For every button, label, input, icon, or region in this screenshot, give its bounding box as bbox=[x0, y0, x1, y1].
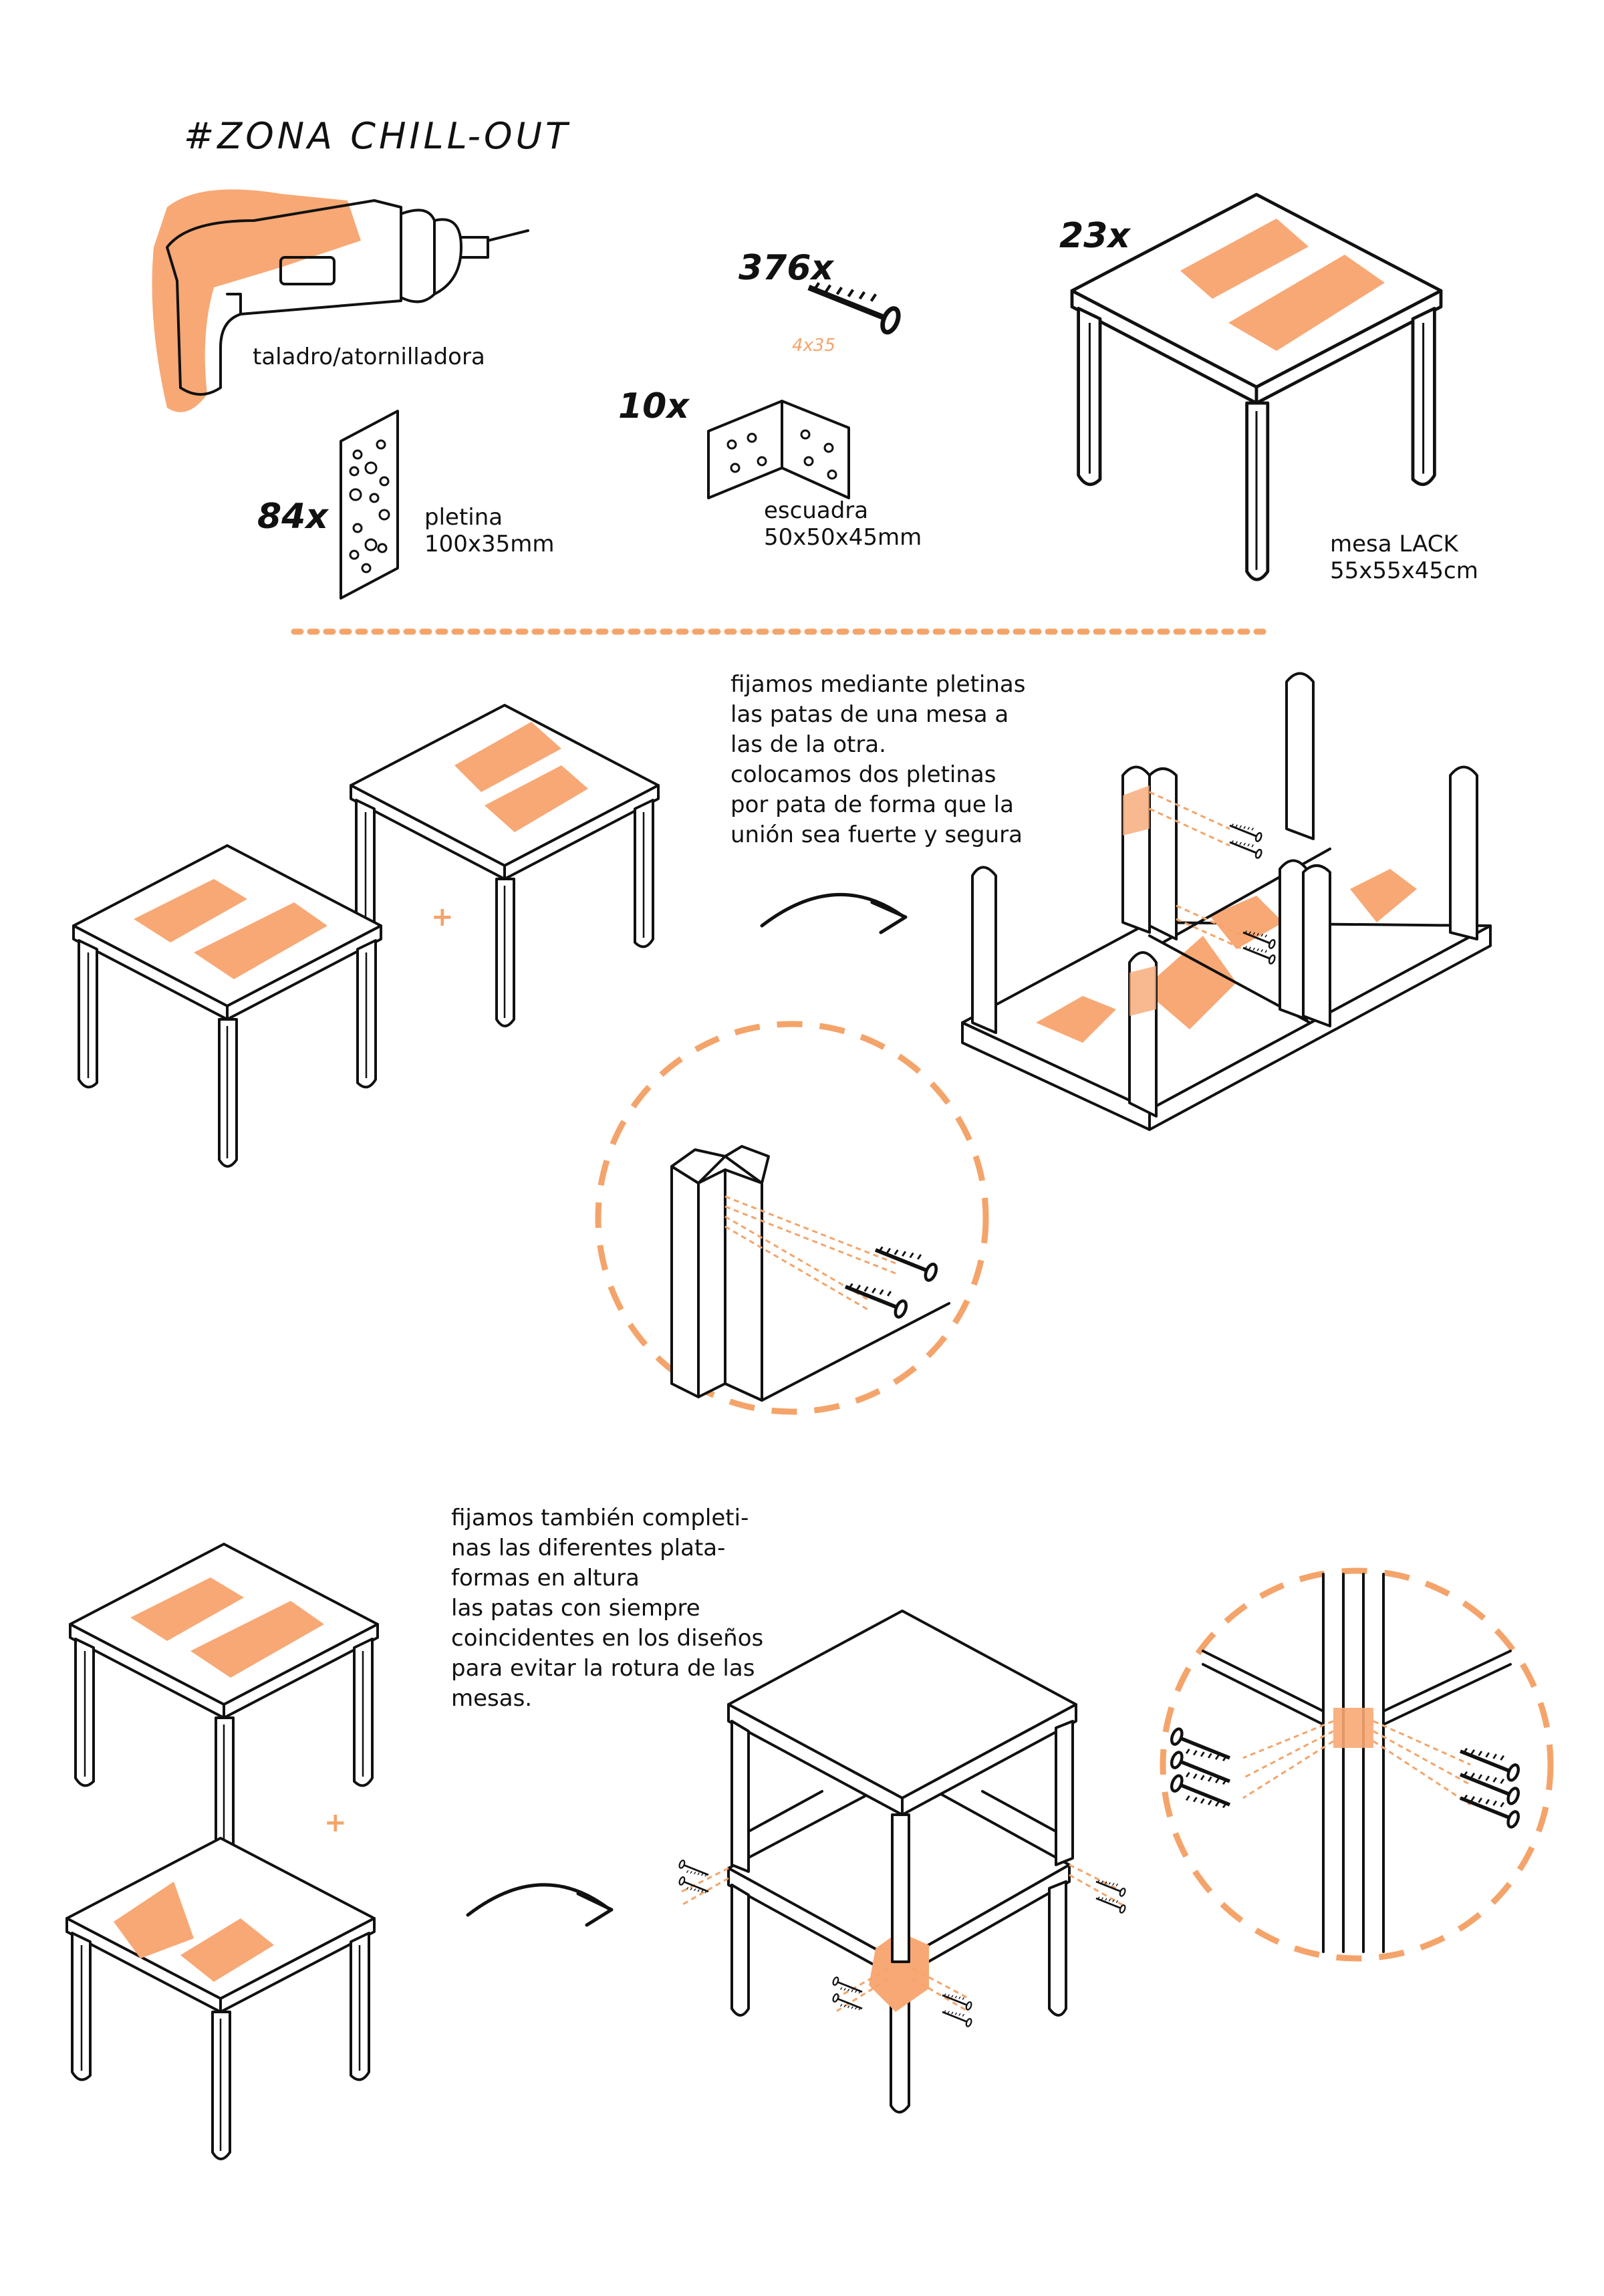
step2-note-line: coincidentes en los diseños bbox=[451, 1625, 763, 1652]
step1-table-back bbox=[350, 704, 660, 1027]
bracket-label-line1: escuadra bbox=[764, 497, 868, 524]
screw-quantity: 376x bbox=[739, 248, 835, 288]
table-label-line1: mesa LACK bbox=[1330, 531, 1460, 557]
step2-note-line: para evitar la rotura de las bbox=[451, 1655, 755, 1682]
step2-note-line: mesas. bbox=[451, 1685, 532, 1712]
step2-note-line: nas las diferentes plata- bbox=[451, 1535, 725, 1561]
step1-table-front bbox=[72, 844, 382, 1168]
plus-sign: + bbox=[431, 902, 454, 932]
plus-sign: + bbox=[324, 1807, 347, 1838]
step2-detail-circle bbox=[1160, 1567, 1554, 1962]
step2-table-bottom bbox=[65, 1837, 376, 2160]
arrow-head-icon bbox=[576, 1892, 614, 1927]
drill-icon bbox=[152, 189, 529, 412]
step1-note-line: las patas de una mesa a bbox=[730, 701, 1009, 728]
step2-note-line: fijamos también completi- bbox=[451, 1505, 749, 1531]
step2-table-top bbox=[69, 1543, 379, 1866]
arrow-icon bbox=[466, 1883, 610, 1917]
step1-joined-tables bbox=[961, 672, 1492, 1131]
plate-quantity: 84x bbox=[257, 497, 329, 537]
step1-note-line: por pata de forma que la bbox=[730, 791, 1014, 818]
step1-note-line: las de la otra. bbox=[730, 731, 886, 758]
bracket-label-line2: 50x50x45mm bbox=[764, 524, 922, 551]
screw-icon bbox=[809, 283, 902, 334]
step2-stacked-tables bbox=[677, 1610, 1127, 2114]
table-quantity: 23x bbox=[1059, 216, 1131, 256]
arrow-icon bbox=[760, 892, 904, 928]
plate-label-line2: 100x35mm bbox=[424, 531, 555, 557]
step2-note: fijamos también completi- nas las difere… bbox=[451, 1505, 763, 1712]
screw-size: 4x35 bbox=[792, 336, 835, 356]
bracket-quantity: 10x bbox=[618, 386, 690, 426]
drill-label: taladro/atornilladora bbox=[253, 344, 485, 370]
table-label-line2: 55x55x45cm bbox=[1330, 557, 1478, 584]
bracket-icon bbox=[707, 400, 850, 499]
step1-note-line: colocamos dos pletinas bbox=[730, 761, 996, 788]
step1-note: fijamos mediante pletinas las patas de u… bbox=[730, 671, 1025, 848]
table-icon bbox=[1072, 195, 1441, 580]
arrow-head-icon bbox=[870, 900, 908, 934]
page-title: #ZONA CHILL-OUT bbox=[184, 115, 571, 157]
step1-note-line: unión sea fuerte y segura bbox=[730, 821, 1023, 848]
plate-icon bbox=[340, 410, 399, 600]
plate-label-line1: pletina bbox=[424, 504, 503, 531]
step2-note-line: las patas con siempre bbox=[451, 1595, 700, 1622]
step1-note-line: fijamos mediante pletinas bbox=[730, 671, 1025, 698]
step1-detail-circle bbox=[595, 1021, 989, 1415]
step2-note-line: formas en altura bbox=[451, 1565, 640, 1591]
